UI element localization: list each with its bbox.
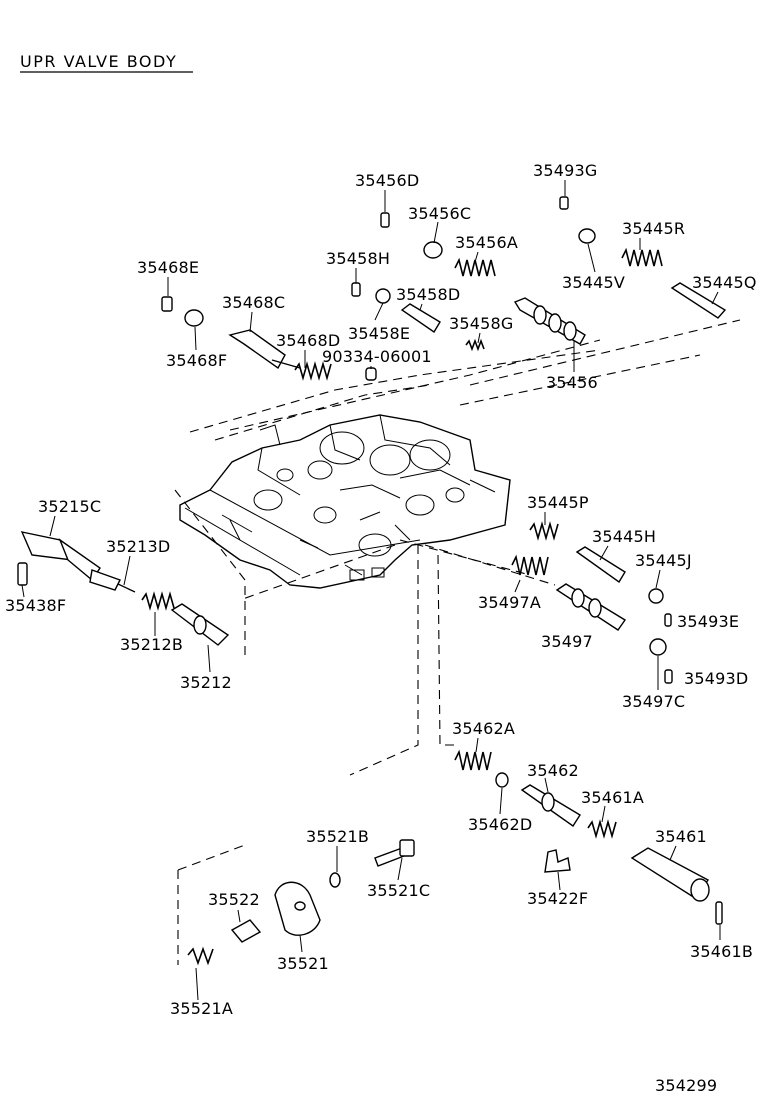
- label-35461B: 35461B: [690, 942, 753, 961]
- label-35497C: 35497C: [622, 692, 685, 711]
- label-35458H: 35458H: [326, 249, 390, 268]
- label-35493D: 35493D: [684, 669, 748, 688]
- label-35458G: 35458G: [449, 314, 514, 333]
- label-35462D: 35462D: [468, 815, 532, 834]
- label-35212: 35212: [180, 673, 232, 692]
- label-35497: 35497: [541, 632, 593, 651]
- label-35445J: 35445J: [635, 551, 692, 570]
- label-35458E: 35458E: [348, 324, 410, 343]
- label-35212B: 35212B: [120, 635, 183, 654]
- label-35462A: 35462A: [452, 719, 515, 738]
- label-35468D: 35468D: [276, 331, 340, 350]
- label-35521B: 35521B: [306, 827, 369, 846]
- valve-body-housing: [179, 414, 511, 589]
- label-35422F: 35422F: [527, 889, 588, 908]
- label-35468F: 35468F: [166, 351, 227, 370]
- label-35462: 35462: [527, 761, 579, 780]
- label-35456C: 35456C: [408, 204, 471, 223]
- label-35522: 35522: [208, 890, 260, 909]
- label-90334-06001: 90334-06001: [322, 347, 432, 366]
- label-35456A: 35456A: [455, 233, 518, 252]
- label-35521C: 35521C: [367, 881, 430, 900]
- diagram-title: UPR VALVE BODY: [20, 52, 177, 71]
- label-35468E: 35468E: [137, 258, 199, 277]
- part-labels: 35456D 35493G 35456C 35456A 35445R 35458…: [5, 161, 757, 1018]
- label-35521A: 35521A: [170, 999, 233, 1018]
- label-35521: 35521: [277, 954, 329, 973]
- label-35461A: 35461A: [581, 788, 644, 807]
- label-35445P: 35445P: [527, 493, 589, 512]
- label-35493E: 35493E: [677, 612, 739, 631]
- leader-lines: [21, 180, 721, 1001]
- label-35456D: 35456D: [355, 171, 419, 190]
- label-35215C: 35215C: [38, 497, 101, 516]
- part-drawings: [17, 196, 727, 966]
- diagram-number: 354299: [655, 1076, 717, 1095]
- assembly-guide-lines: [174, 319, 741, 965]
- label-35445H: 35445H: [592, 527, 656, 546]
- label-35445Q: 35445Q: [692, 273, 757, 292]
- label-35438F: 35438F: [5, 596, 66, 615]
- label-35493G: 35493G: [533, 161, 598, 180]
- label-35456: 35456: [546, 373, 598, 392]
- label-35468C: 35468C: [222, 293, 285, 312]
- label-35497A: 35497A: [478, 593, 541, 612]
- label-35213D: 35213D: [106, 537, 170, 556]
- label-35445V: 35445V: [562, 273, 625, 292]
- label-35461: 35461: [655, 827, 707, 846]
- label-35458D: 35458D: [396, 285, 460, 304]
- label-35445R: 35445R: [622, 219, 685, 238]
